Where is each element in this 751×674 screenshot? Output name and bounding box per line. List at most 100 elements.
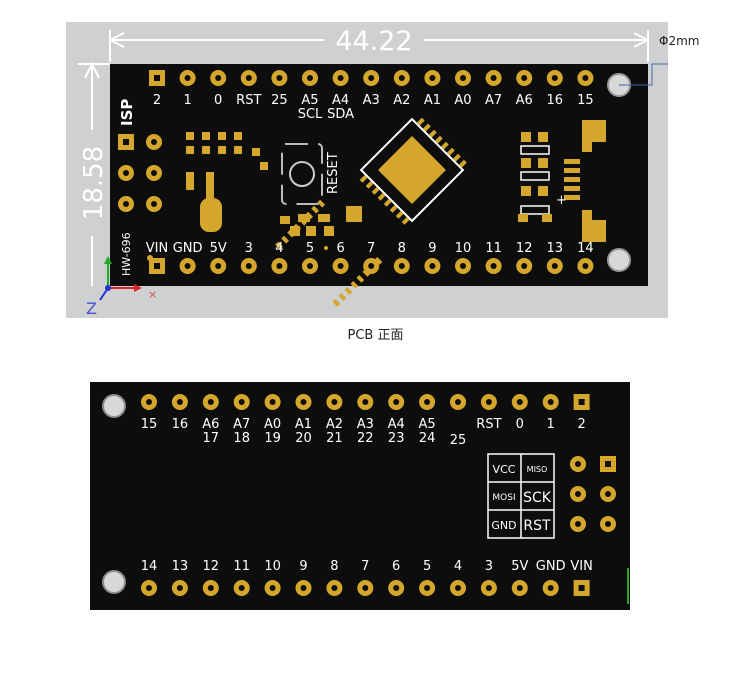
bottom-pin-label: 14	[577, 241, 594, 256]
isp-gnd: GND	[491, 519, 516, 532]
top-pin-label: A2	[393, 93, 410, 108]
back-bottom-pin-hole	[393, 585, 400, 591]
isp-label: ISP	[118, 99, 136, 126]
top-pin-0-hole	[215, 75, 222, 81]
back-isp-header	[570, 456, 616, 532]
isp-miso: MISO	[527, 465, 548, 474]
smd-pads-right	[518, 120, 606, 242]
back-mounting-hole-top	[102, 394, 126, 418]
reset-label: RESET	[326, 152, 341, 194]
mcu-chip	[275, 117, 467, 307]
pcb-front-panel: 44.22 18.58 × Z I	[66, 22, 668, 318]
top-pin-label: A5	[301, 93, 318, 108]
back-top-pin-hole	[516, 399, 523, 405]
bottom-pin-label: VIN	[146, 241, 168, 256]
back-top-pin-hole	[578, 399, 585, 405]
back-top-pin-hole	[176, 399, 183, 405]
back-bottom-pin-hole	[578, 585, 585, 591]
back-bottom-label: 12	[203, 559, 220, 574]
pcb-front-drawing: 44.22 18.58 × Z I	[66, 22, 668, 318]
isp-mosi: MOSI	[492, 493, 515, 503]
board-name: HW-696	[120, 232, 133, 276]
top-pin-1-hole	[184, 75, 191, 81]
pcb-board	[110, 64, 648, 286]
back-top-pin-hole	[485, 399, 492, 405]
back-mounting-hole-bottom	[102, 570, 126, 594]
bottom-pin-14-hole	[582, 263, 589, 269]
bottom-pin-11-hole	[490, 263, 497, 269]
bottom-pin-12-hole	[521, 263, 528, 269]
back-top-sublabel: 22	[357, 431, 374, 446]
back-top-pin-hole	[300, 399, 307, 405]
height-dim-text: 18.58	[79, 146, 109, 220]
back-top-pin-hole	[207, 399, 214, 405]
top-pin-A6-hole	[521, 75, 528, 81]
back-bottom-pin-hole	[362, 585, 369, 591]
back-top-pin-hole	[547, 399, 554, 405]
axis-gizmo: ×	[99, 256, 157, 301]
back-top-sublabel: 17	[203, 431, 220, 446]
back-bottom-pin-hole	[300, 585, 307, 591]
back-bottom-pin-hole	[516, 585, 523, 591]
bottom-pin-3-hole	[245, 263, 252, 269]
back-top-pin-hole	[455, 399, 461, 405]
top-pin-sublabel: SCL	[298, 107, 323, 122]
back-top-label: A5	[419, 417, 436, 432]
bottom-pin-label: 5	[306, 241, 314, 256]
bottom-pin-label: 9	[428, 241, 436, 256]
top-pin-sublabel: SDA	[327, 107, 354, 122]
isp-rst: RST	[523, 518, 551, 534]
top-pin-RST-hole	[245, 75, 252, 81]
top-pin-label: 16	[547, 93, 564, 108]
back-top-pin-hole	[238, 399, 245, 405]
top-pin-A7-hole	[490, 75, 497, 81]
back-bottom-pin-hole	[269, 585, 276, 591]
reset-button-outline	[281, 143, 323, 205]
back-top-pin-hole	[269, 399, 276, 405]
top-pin-label: 1	[183, 93, 191, 108]
back-bottom-pin-hole	[424, 585, 431, 591]
bottom-pin-9-hole	[429, 263, 436, 269]
back-bottom-pin-hole	[331, 585, 338, 591]
back-top-label: A2	[326, 417, 343, 432]
top-pin-label: RST	[236, 93, 261, 108]
back-top-label: A7	[233, 417, 250, 432]
top-pin-label: A4	[332, 93, 349, 108]
top-pin-15-hole	[582, 75, 589, 81]
top-pin-2-hole	[154, 75, 160, 81]
back-bottom-label: 5	[423, 559, 431, 574]
back-top-sublabel: 23	[388, 431, 405, 446]
top-pin-A4-hole	[337, 75, 344, 81]
back-bottom-label: VIN	[570, 559, 592, 574]
back-bottom-label: 3	[485, 559, 493, 574]
back-top-sublabel: 24	[419, 431, 436, 446]
bottom-pin-4-hole	[276, 263, 283, 269]
back-bottom-label: GND	[536, 559, 566, 574]
top-pin-label: A0	[454, 93, 471, 108]
back-top-label: A6	[202, 417, 219, 432]
top-pin-16-hole	[551, 75, 558, 81]
back-bottom-pin-hole	[146, 585, 152, 591]
back-top-label: 2	[577, 417, 585, 432]
top-pin-label: 25	[271, 93, 288, 108]
caption: PCB 正面	[347, 328, 404, 343]
isp-grid	[487, 453, 555, 539]
back-top-label: A0	[264, 417, 281, 432]
back-bottom-label: 10	[264, 559, 281, 574]
width-dim-text: 44.22	[335, 26, 412, 57]
smd-pads-left	[147, 132, 362, 261]
hole-leader-line	[619, 63, 668, 86]
back-top-pin-hole	[146, 399, 152, 405]
back-top-sublabel: 21	[326, 431, 343, 446]
back-top-sublabel: 20	[295, 431, 312, 446]
bottom-pin-6-hole	[337, 263, 344, 269]
top-pin-label: A7	[485, 93, 502, 108]
back-bottom-label: 9	[299, 559, 307, 574]
back-bottom-pin-hole	[485, 585, 492, 591]
bottom-pin-7-hole	[368, 263, 375, 269]
back-bottom-label: 4	[454, 559, 462, 574]
bottom-pin-8-hole	[398, 263, 405, 269]
bottom-pin-5V-hole	[215, 263, 222, 269]
